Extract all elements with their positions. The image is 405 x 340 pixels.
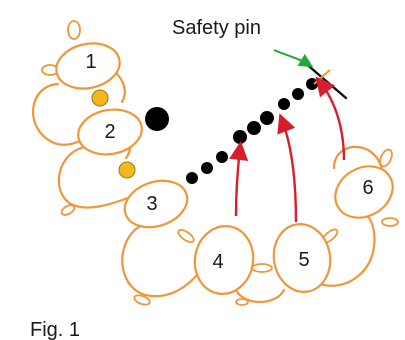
ring-4-label: 4	[212, 251, 223, 273]
chain-outer-left-2	[57, 145, 130, 209]
black-bead	[201, 162, 213, 174]
black-bead	[233, 130, 247, 144]
ring-6	[334, 165, 394, 219]
chain-bottom-right	[318, 212, 376, 287]
picot	[235, 298, 249, 306]
ring-6-label: 6	[362, 177, 373, 199]
ring-2-label: 2	[104, 121, 115, 143]
yellow-bead	[91, 89, 109, 107]
rings	[55, 42, 394, 295]
black-bead	[292, 88, 304, 100]
ring-2	[77, 108, 143, 156]
ring-5-label: 5	[298, 249, 309, 271]
black-bead	[278, 98, 290, 110]
ring-5	[272, 223, 332, 293]
thread-chains	[31, 68, 384, 303]
picot	[177, 228, 195, 244]
safety-pin-label: Safety pin	[172, 17, 261, 39]
large-black-bead	[145, 107, 169, 131]
ring-3	[123, 179, 189, 229]
picot	[381, 217, 399, 227]
green-arrow	[273, 49, 314, 68]
chain-bottom-left	[121, 224, 208, 298]
red-arrow-ring-6	[315, 76, 346, 161]
black-bead	[247, 121, 261, 135]
red-arrow-ring-5	[277, 113, 298, 223]
red-arrows	[229, 76, 346, 223]
black-bead	[216, 151, 228, 163]
black-beads	[145, 78, 318, 184]
picot	[379, 148, 393, 168]
picot	[133, 294, 151, 306]
picot	[67, 20, 81, 40]
ring-1-label: 1	[85, 51, 96, 73]
chain-outer-left-1	[31, 82, 84, 146]
yellow-bead	[118, 161, 136, 179]
black-bead	[260, 111, 274, 125]
black-bead	[186, 172, 198, 184]
ring-4	[193, 225, 255, 295]
ring-3-label: 3	[146, 193, 157, 215]
chain-bottom-mid	[234, 288, 286, 303]
picot	[251, 263, 273, 273]
ring-labels: 1 2 3 4 5 6	[85, 51, 373, 273]
black-bead	[306, 78, 318, 90]
red-arrow-ring-4	[229, 140, 249, 217]
yellow-beads	[91, 89, 136, 179]
picot	[60, 204, 76, 216]
ring-1	[55, 42, 121, 90]
figure-label: Fig. 1	[30, 319, 80, 340]
